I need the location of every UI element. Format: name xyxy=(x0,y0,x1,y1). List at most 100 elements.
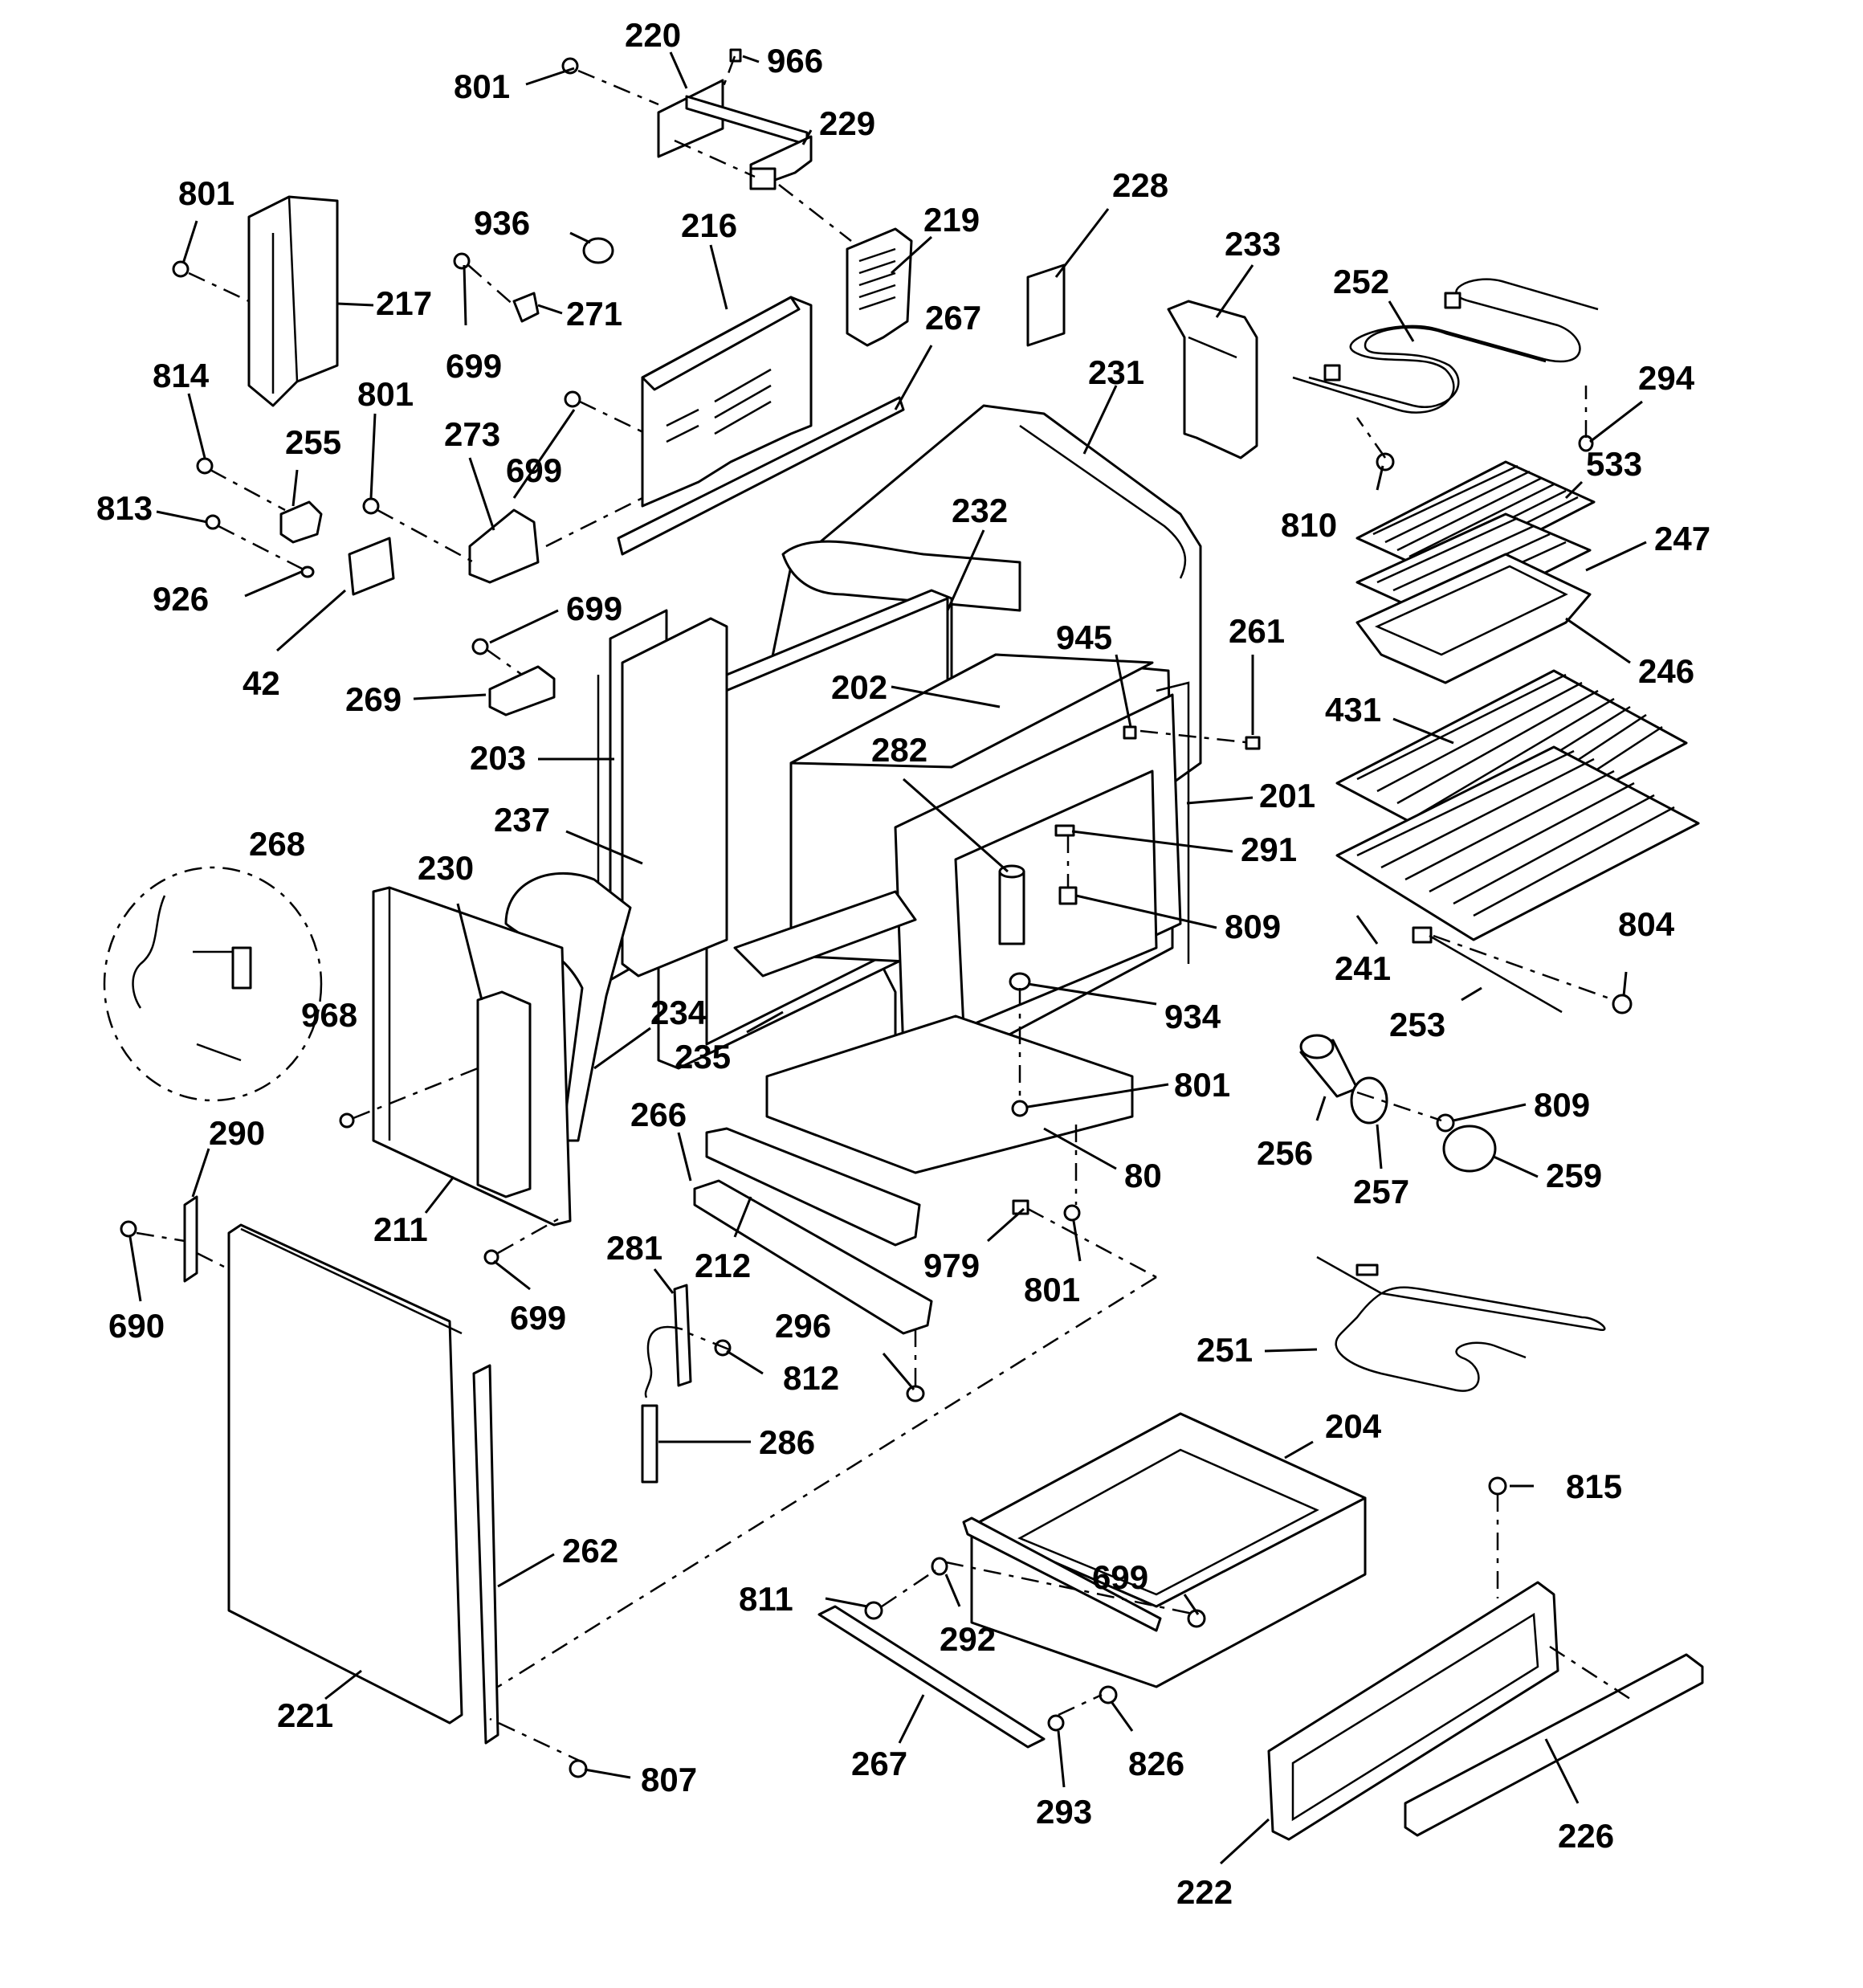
screw-699-upper xyxy=(453,252,471,270)
part-201-front-frame xyxy=(1156,681,1190,964)
part-233-duct xyxy=(1167,300,1258,459)
part-226-drawer-handle xyxy=(1404,1653,1704,1837)
part-204-storage-drawer xyxy=(962,1412,1367,1688)
screw-801-left-top xyxy=(172,260,190,278)
part-257-lamp-bulb xyxy=(1350,1076,1388,1125)
part-217-side-bracket xyxy=(247,195,339,407)
assembly-lines xyxy=(136,55,1631,1765)
callout-221: 221 xyxy=(277,1696,333,1734)
callout-255: 255 xyxy=(285,423,341,461)
part-262-trim-strip xyxy=(472,1364,499,1745)
part-269-plate xyxy=(488,665,556,716)
part-256-lamp-socket xyxy=(1299,1034,1359,1098)
callout-257: 257 xyxy=(1353,1173,1409,1210)
part-251-bake-element xyxy=(1316,1255,1606,1392)
screw-804 xyxy=(1612,994,1633,1014)
callout-233: 233 xyxy=(1225,225,1281,263)
callout-296: 296 xyxy=(775,1307,831,1345)
part-253-sensor xyxy=(1412,926,1563,1014)
callout-812: 812 xyxy=(783,1359,839,1397)
callout-292: 292 xyxy=(940,1620,996,1658)
clip-979 xyxy=(1012,1199,1029,1215)
callout-261: 261 xyxy=(1229,612,1285,650)
part-80-drip-pan xyxy=(765,1014,1134,1174)
callout-231: 231 xyxy=(1088,353,1144,391)
part-966-clip xyxy=(729,48,742,63)
callout-801: 801 xyxy=(357,375,414,413)
callout-234: 234 xyxy=(650,994,707,1031)
callout-216: 216 xyxy=(681,206,737,244)
callout-269: 269 xyxy=(345,680,402,718)
part-237-insulation xyxy=(621,617,728,978)
callout-431: 431 xyxy=(1325,691,1381,729)
screw-814 xyxy=(196,457,214,475)
part-267-lower-rail xyxy=(817,1605,1046,1749)
callout-204: 204 xyxy=(1325,1407,1382,1445)
screw-296 xyxy=(906,1385,925,1402)
callout-266: 266 xyxy=(630,1096,687,1133)
callout-801: 801 xyxy=(1174,1066,1230,1104)
part-228-panel xyxy=(1026,263,1066,347)
callout-813: 813 xyxy=(96,489,153,527)
callout-251: 251 xyxy=(1196,1331,1253,1369)
callout-211: 211 xyxy=(373,1210,428,1248)
part-221-side-panel xyxy=(227,1223,463,1725)
callout-267: 267 xyxy=(851,1745,907,1782)
callout-290: 290 xyxy=(209,1114,265,1152)
clip-293 xyxy=(1047,1714,1065,1732)
part-241-oven-rack xyxy=(1335,745,1700,941)
callout-966: 966 xyxy=(767,42,823,80)
callout-699: 699 xyxy=(1092,1558,1148,1596)
callout-259: 259 xyxy=(1546,1157,1602,1194)
callout-273: 273 xyxy=(444,415,500,453)
callout-226: 226 xyxy=(1558,1817,1614,1855)
callout-252: 252 xyxy=(1333,263,1389,300)
screw-801-bottom-a xyxy=(1011,1100,1029,1117)
clip-292 xyxy=(931,1557,948,1576)
part-219-vent-cover xyxy=(846,227,913,347)
callout-241: 241 xyxy=(1335,949,1391,987)
callout-253: 253 xyxy=(1389,1006,1445,1043)
callout-804: 804 xyxy=(1618,905,1675,943)
callout-271: 271 xyxy=(566,295,622,333)
part-809-screw-a xyxy=(1058,886,1078,905)
callout-293: 293 xyxy=(1036,1793,1092,1831)
callout-690: 690 xyxy=(108,1307,165,1345)
callout-217: 217 xyxy=(376,284,432,322)
callout-235: 235 xyxy=(675,1038,731,1076)
part-268-detail-group xyxy=(103,866,323,1102)
callout-810: 810 xyxy=(1281,506,1337,544)
callout-203: 203 xyxy=(470,739,526,777)
callout-281: 281 xyxy=(606,1229,662,1267)
part-220-bracket xyxy=(657,79,809,158)
callout-282: 282 xyxy=(871,731,927,769)
screw-813 xyxy=(205,514,221,530)
part-291-clip xyxy=(1054,824,1075,837)
callout-926: 926 xyxy=(153,580,209,618)
callout-699: 699 xyxy=(510,1299,566,1337)
callout-42: 42 xyxy=(243,664,280,702)
callout-232: 232 xyxy=(952,492,1008,529)
part-255-switch xyxy=(279,500,323,544)
callout-826: 826 xyxy=(1128,1745,1184,1782)
part-216-vent-duct xyxy=(641,296,813,508)
callout-222: 222 xyxy=(1176,1873,1233,1911)
callout-809: 809 xyxy=(1225,908,1281,945)
callout-286: 286 xyxy=(759,1423,815,1461)
callout-807: 807 xyxy=(641,1761,697,1798)
callout-labels: 801 220 966 229 801 217 936 216 219 228 … xyxy=(96,16,1710,1911)
screw-699-mid xyxy=(564,390,581,408)
part-42-plate xyxy=(348,537,395,596)
part-230-insulation xyxy=(476,990,532,1198)
callout-968: 968 xyxy=(301,996,357,1034)
part-229-bracket xyxy=(749,135,813,190)
callout-699: 699 xyxy=(446,347,502,385)
part-261-fastener xyxy=(1245,736,1261,750)
callout-267: 267 xyxy=(925,299,981,337)
callout-294: 294 xyxy=(1638,359,1695,397)
part-945-fastener xyxy=(1123,725,1137,740)
part-267-strip-top xyxy=(617,396,905,556)
part-222-drawer-front xyxy=(1267,1581,1559,1841)
callout-979: 979 xyxy=(923,1247,980,1284)
callout-212: 212 xyxy=(695,1247,751,1284)
